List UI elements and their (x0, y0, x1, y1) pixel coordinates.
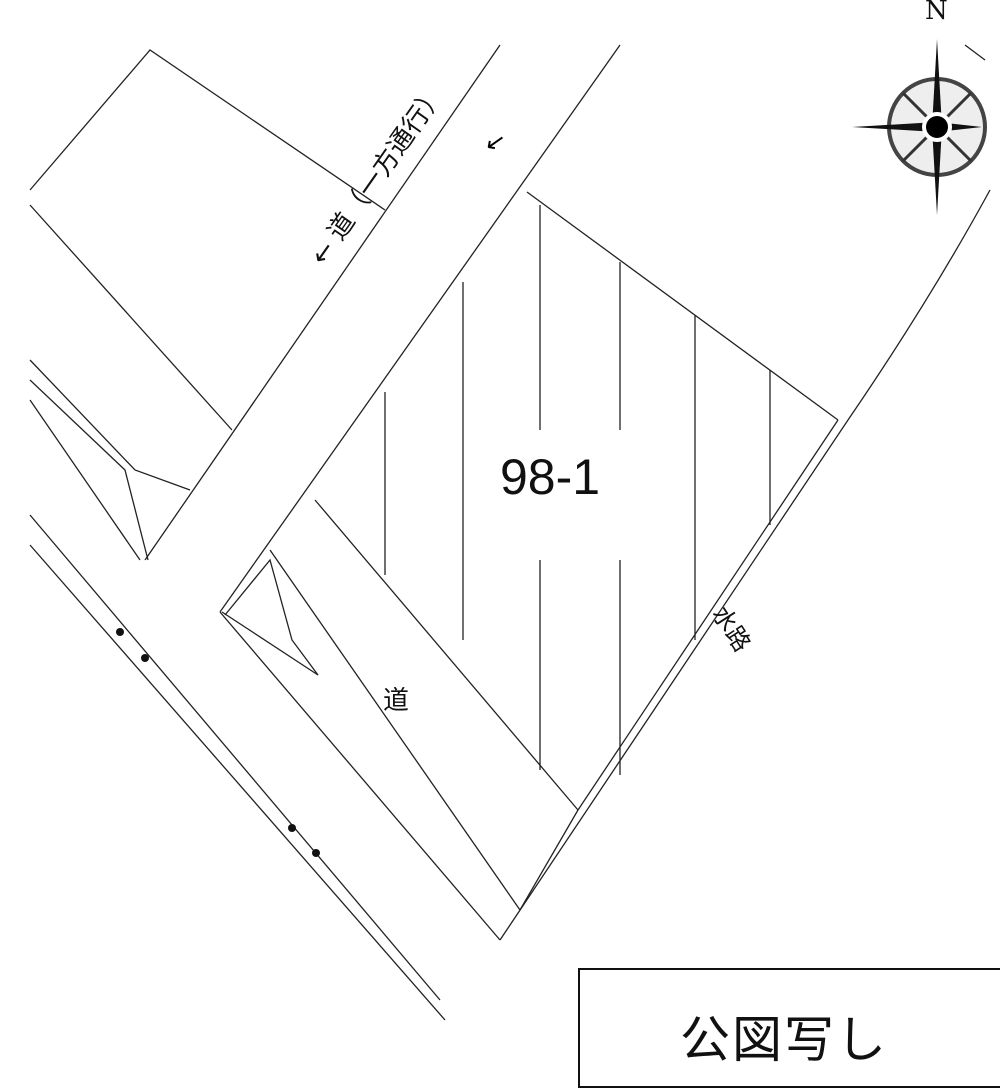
north-label: N (925, 0, 948, 26)
road-label: 道 (383, 686, 410, 716)
marker-dot (116, 628, 124, 636)
road-edge-outer (29, 514, 441, 1001)
parcel-boundary (221, 611, 319, 676)
road-edge-se (219, 44, 621, 613)
marker-dot (141, 654, 149, 662)
parcel-boundary (29, 204, 233, 431)
map-title: 公図写し (680, 1011, 888, 1069)
road-end (519, 809, 579, 911)
road-edge-outer (29, 544, 446, 1021)
compass-rose-icon (852, 39, 987, 215)
parcel-boundary (29, 359, 191, 491)
waterway-edge-top (964, 44, 986, 61)
marker-dot (312, 849, 320, 857)
road-edge-nw (144, 44, 501, 561)
parcel-edge-se (577, 419, 839, 811)
road-edge-inner (269, 549, 521, 911)
parcel-number: 98-1 (500, 449, 601, 505)
parcel-edge-road (314, 499, 579, 811)
marker-dot (288, 824, 296, 832)
parcel-edge-ne (526, 191, 839, 421)
parcel-boundary (224, 558, 319, 676)
parcel-boundary (29, 49, 386, 211)
road-edge-south (219, 611, 501, 941)
title-box: 公図写し (578, 968, 1000, 1088)
parcel-boundary (29, 379, 149, 561)
parcel-boundary (29, 399, 141, 561)
waterway-edge (499, 189, 991, 941)
